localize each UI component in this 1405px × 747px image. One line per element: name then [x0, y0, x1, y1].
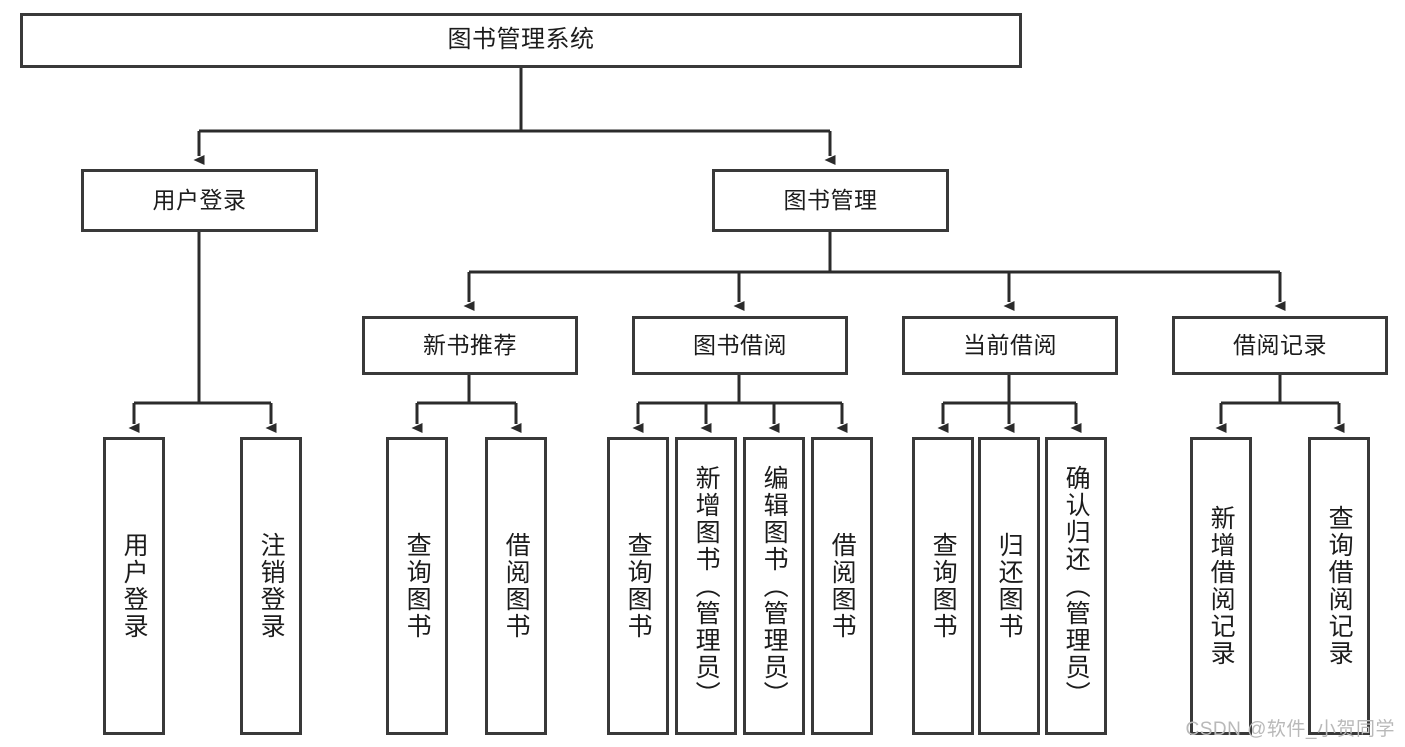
- node-root-label: 图书管理系统: [447, 26, 595, 54]
- leaf-return-book[interactable]: 归还图书: [978, 437, 1040, 735]
- leaf-query-book-2[interactable]: 查询图书: [607, 437, 669, 735]
- node-book-borrow-label: 图书借阅: [693, 331, 787, 358]
- leaf-confirm-return[interactable]: 确认归还（管理员）: [1045, 437, 1107, 735]
- leaf-query-book-1[interactable]: 查询图书: [386, 437, 448, 735]
- leaf-logout-label: 注销登录: [257, 532, 286, 640]
- node-borrow-record[interactable]: 借阅记录: [1172, 316, 1388, 375]
- leaf-query-book-3[interactable]: 查询图书: [912, 437, 974, 735]
- leaf-edit-book[interactable]: 编辑图书（管理员）: [743, 437, 805, 735]
- leaf-borrow-book-2-label: 借阅图书: [828, 532, 857, 640]
- leaf-add-record-label: 新增借阅记录: [1207, 505, 1236, 667]
- node-root[interactable]: 图书管理系统: [20, 13, 1022, 68]
- leaf-user-login-label: 用户登录: [120, 532, 149, 640]
- leaf-query-book-3-label: 查询图书: [929, 532, 958, 640]
- leaf-confirm-return-label: 确认归还（管理员）: [1062, 464, 1091, 708]
- node-new-book-rec[interactable]: 新书推荐: [362, 316, 578, 375]
- leaf-borrow-book-2[interactable]: 借阅图书: [811, 437, 873, 735]
- node-book-manage-label: 图书管理: [783, 186, 878, 213]
- leaf-logout[interactable]: 注销登录: [240, 437, 302, 735]
- leaf-add-book[interactable]: 新增图书（管理员）: [675, 437, 737, 735]
- leaf-add-book-label: 新增图书（管理员）: [692, 464, 721, 708]
- leaf-query-book-1-label: 查询图书: [403, 532, 432, 640]
- node-user-login-label: 用户登录: [152, 186, 247, 213]
- leaf-query-book-2-label: 查询图书: [624, 532, 653, 640]
- leaf-add-record[interactable]: 新增借阅记录: [1190, 437, 1252, 735]
- leaf-query-record-label: 查询借阅记录: [1325, 505, 1354, 667]
- leaf-borrow-book-1-label: 借阅图书: [502, 532, 531, 640]
- leaf-query-record[interactable]: 查询借阅记录: [1308, 437, 1370, 735]
- leaf-borrow-book-1[interactable]: 借阅图书: [485, 437, 547, 735]
- node-new-book-rec-label: 新书推荐: [423, 331, 517, 358]
- leaf-edit-book-label: 编辑图书（管理员）: [760, 464, 789, 708]
- node-borrow-record-label: 借阅记录: [1233, 331, 1327, 358]
- node-current-borrow-label: 当前借阅: [963, 331, 1057, 358]
- csdn-watermark: CSDN @软件_小贺同学: [1185, 719, 1395, 740]
- node-book-manage[interactable]: 图书管理: [712, 169, 949, 232]
- leaf-return-book-label: 归还图书: [995, 532, 1024, 640]
- leaf-user-login[interactable]: 用户登录: [103, 437, 165, 735]
- node-user-login[interactable]: 用户登录: [81, 169, 318, 232]
- node-current-borrow[interactable]: 当前借阅: [902, 316, 1118, 375]
- node-book-borrow[interactable]: 图书借阅: [632, 316, 848, 375]
